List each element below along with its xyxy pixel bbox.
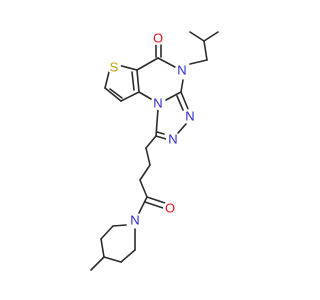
- bond-n2-c1: [155, 135, 167, 140]
- bond-c3a2-n10: [165, 91, 182, 101]
- bond-c3a2-n3: [180, 91, 189, 110]
- atom-sulfur-thiophene: S: [107, 60, 121, 75]
- bond-c7a-s1: [117, 64, 138, 71]
- bond-chain3-carbonyl: [139, 179, 148, 198]
- molecule-structure: S O N N N N O N: [90, 31, 219, 271]
- atom-nitrogen-4: N: [175, 63, 189, 78]
- atom-n4-label: N: [177, 63, 186, 78]
- bond-c2-c3-double: [109, 88, 123, 99]
- bond-ch-ch3a: [189, 31, 205, 42]
- bond-n3-n2: [177, 123, 187, 134]
- atom-oxygen-amide: O: [163, 201, 177, 216]
- bond-c1-n10: [155, 108, 159, 137]
- atom-o1-label: O: [153, 31, 163, 46]
- bond-pip-c3-c4: [100, 238, 105, 258]
- bond-c3a-c7a: [136, 69, 140, 93]
- bonds: [90, 31, 219, 271]
- bond-c2-c3: [104, 87, 122, 102]
- bond-carbonyl-o: [146, 196, 166, 204]
- bond-c7a-c5: [136, 57, 159, 71]
- bond-chain2-chain3: [139, 164, 151, 181]
- atom-s1-label: S: [110, 60, 119, 75]
- bond-c3-c3a: [120, 91, 140, 102]
- bond-pip-c2-c3: [100, 225, 114, 240]
- molecule-canvas: S O N N N N O N: [90, 31, 219, 271]
- bond-ch-ch3b: [203, 31, 219, 42]
- bond-carbonyl-n: [138, 196, 148, 214]
- atom-nitrogen-2: N: [166, 132, 180, 147]
- bond-pip-c4-methyl: [90, 256, 105, 271]
- atom-n2-label: N: [168, 132, 177, 147]
- bond-n10-c3a: [138, 91, 152, 100]
- bond-carbonyl-o-double: [144, 201, 164, 209]
- bond-pip-c5-c6: [120, 249, 136, 263]
- bond-c5-n4: [157, 57, 176, 68]
- bond-n4-c3a2: [180, 79, 184, 93]
- bond-n2-c1-double: [156, 131, 165, 135]
- bond-ch2-ch: [203, 40, 208, 61]
- atom-nitrogen-piperidine: N: [128, 213, 142, 228]
- atom-nitrogen-3: N: [183, 109, 197, 124]
- atom-n-pip-label: N: [130, 213, 139, 228]
- atom-n10-label: N: [153, 96, 162, 111]
- bond-chain1-chain2: [145, 147, 151, 166]
- bond-c3a2-n3-double: [176, 95, 184, 111]
- atom-o2-label: O: [165, 201, 175, 216]
- atom-n3-label: N: [185, 109, 194, 124]
- atom-oxygen-ketone: O: [151, 31, 165, 46]
- bond-c3a-c7a-double: [131, 71, 135, 91]
- bond-c1-chain1: [145, 135, 157, 149]
- bond-n4-ch2: [189, 59, 208, 65]
- bond-pip-c4-c5: [103, 256, 122, 263]
- bond-n-pip-c2: [112, 224, 127, 227]
- atom-labels: S O N N N N O N: [107, 31, 197, 228]
- atom-nitrogen-10: N: [151, 96, 165, 111]
